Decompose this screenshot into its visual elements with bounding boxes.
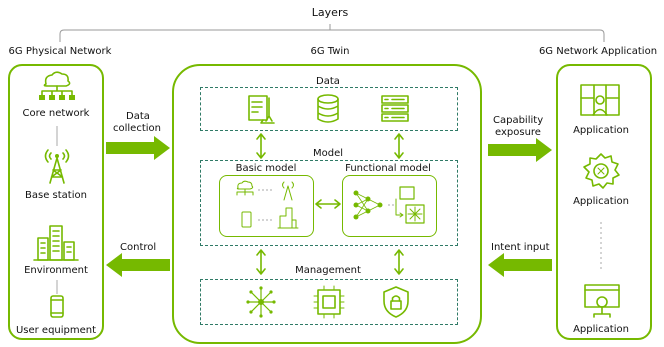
model-management-arrow-left [256,249,266,275]
core-network-icon [39,71,75,100]
management-section-title: Management [295,265,361,276]
intent-input-arrow [488,253,552,277]
functional-model-icons [353,186,425,224]
layers-title: Layers [311,6,349,19]
application-panel [556,64,652,340]
video-grid-icon [580,84,620,116]
application-2-label: Application [573,196,629,207]
management-section [200,279,458,325]
model-management-arrow-right [394,249,404,275]
layers-brace [59,24,605,42]
data-collection-label-2: collection [113,123,161,134]
buildings-icon [33,225,79,261]
data-section-title: Data [316,76,340,87]
network-hub-icon [246,286,276,318]
gear-icon [583,153,620,189]
data-collection-label-1: Data [126,111,150,122]
basic-model-box [219,175,314,237]
core-network-label: Core network [22,108,90,119]
data-collection-arrow [106,136,170,160]
capability-label-2: exposure [495,127,541,138]
basic-model-title: Basic model [235,163,297,174]
physical-network-panel [8,64,104,340]
chip-icon [313,285,345,319]
control-label: Control [120,242,157,253]
data-section [200,87,458,131]
database-icon [317,94,339,123]
data-model-arrow-left [256,133,266,159]
application-3-label: Application [573,324,629,335]
model-section-title: Model [312,148,344,159]
twin-title: 6G Twin [310,46,350,57]
phone-icon [50,295,64,318]
base-station-label: Base station [25,190,87,201]
connector-line [56,280,58,294]
capability-exposure-arrow [488,138,552,162]
capability-label-1: Capability [493,115,544,126]
document-icon [248,95,275,124]
environment-label: Environment [24,265,88,276]
application-title: 6G Network Application [538,46,658,57]
functional-model-box [342,175,437,237]
application-1-label: Application [573,125,629,136]
base-station-icon [44,149,70,184]
app-window-icon [584,284,620,318]
data-model-arrow-right [394,133,404,159]
connector-line [56,126,58,146]
basic-model-icons [236,180,299,229]
physical-network-title: 6G Physical Network [8,46,112,57]
model-section [200,160,458,246]
security-shield-icon [383,286,409,318]
user-equipment-label: User equipment [15,325,97,336]
functional-model-title: Functional model [345,163,431,174]
server-icon [381,95,409,122]
intent-input-label: Intent input [491,242,550,253]
control-arrow [106,253,170,277]
twin-panel [172,64,482,344]
model-link-arrow [315,199,341,209]
more-applications-dots [600,222,602,272]
